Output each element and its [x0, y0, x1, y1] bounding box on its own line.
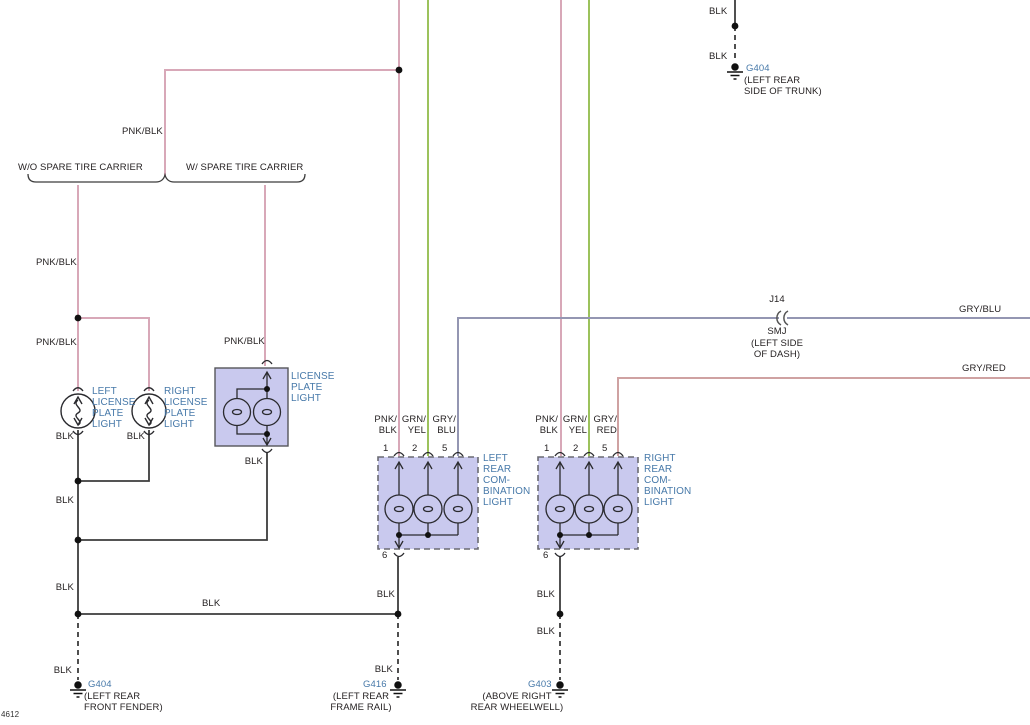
option-brace: [27, 172, 306, 183]
junction-dots: [74, 22, 739, 618]
license-plate-light-box: [214, 359, 289, 454]
pin-number: 2: [573, 443, 579, 454]
component-label-left-rear-combination-light: LEFT REAR COM- BINATION LIGHT: [483, 453, 531, 508]
ground-symbol-g404-trunk: [727, 63, 743, 80]
wire-color-label: GRY/ RED: [593, 414, 617, 436]
pnk-blk-wires: [77, 0, 562, 456]
right-rear-combination-light-box: [537, 451, 639, 558]
wire-color-label: BLK: [53, 665, 72, 676]
ground-id-g416: G416: [363, 679, 387, 690]
wire-color-label: GRY/BLU: [959, 304, 1002, 315]
ground-symbol-g404-fender: [70, 681, 86, 698]
wire-color-label: BLK: [55, 495, 74, 506]
pin-number: 1: [544, 443, 550, 454]
pin-number: 6: [543, 550, 549, 561]
wire-color-label: GRY/ BLU: [432, 414, 456, 436]
wire-color-label: PNK/BLK: [224, 336, 265, 347]
gry-red-wire: [617, 377, 1030, 456]
blk-wires: [77, 0, 736, 615]
right-license-bulb-icon: [131, 387, 167, 436]
inline-connector-id: J14: [769, 294, 785, 305]
ground-location-g403: (ABOVE RIGHT REAR WHEELWELL): [470, 691, 564, 713]
component-label-right-rear-combination-light: RIGHT REAR COM- BINATION LIGHT: [644, 453, 692, 508]
ground-id-g404-fender: G404: [88, 679, 112, 690]
grn-yel-wires: [427, 0, 590, 456]
component-label-left-license-plate-light: LEFT LICENSE PLATE LIGHT: [92, 386, 136, 430]
wire-color-label: GRN/ YEL: [401, 414, 426, 436]
option-label-with-spare: W/ SPARE TIRE CARRIER: [186, 162, 304, 173]
ground-id-g403: G403: [528, 679, 552, 690]
inline-connector-location: (LEFT SIDE OF DASH): [750, 338, 804, 360]
component-label-right-license-plate-light: RIGHT LICENSE PLATE LIGHT: [164, 386, 208, 430]
pin-number: 2: [412, 443, 418, 454]
wire-color-label: PNK/BLK: [36, 337, 77, 348]
wire-color-label: BLK: [536, 626, 555, 637]
option-label-without-spare: W/O SPARE TIRE CARRIER: [18, 162, 143, 173]
inline-connector-name: SMJ: [767, 326, 787, 337]
wire-color-label: BLK: [55, 582, 74, 593]
ground-location-g416: (LEFT REAR FRAME RAIL): [330, 691, 392, 713]
left-license-bulb-icon: [60, 387, 96, 436]
wire-color-label: BLK: [244, 456, 263, 467]
blk-ground-wires-dashed: [77, 26, 736, 680]
wire-color-label: BLK: [536, 589, 555, 600]
wire-color-label: PNK/ BLK: [535, 414, 558, 436]
wire-color-label: BLK: [374, 664, 393, 675]
wire-color-label: PNK/BLK: [122, 126, 163, 137]
ground-location-g404-fender: (LEFT REAR FRONT FENDER): [84, 691, 163, 713]
component-label-license-plate-light: LICENSE PLATE LIGHT: [291, 371, 335, 404]
ground-location-g404-trunk: (LEFT REAR SIDE OF TRUNK): [744, 75, 822, 97]
pin-number: 5: [442, 443, 448, 454]
left-rear-combination-light-box: [377, 451, 479, 558]
wire-color-label: PNK/ BLK: [374, 414, 397, 436]
wire-color-label: BLK: [126, 431, 145, 442]
pin-number: 5: [602, 443, 608, 454]
ground-symbols: [70, 63, 743, 698]
wire-color-label: BLK: [55, 431, 74, 442]
ground-symbol-g416: [390, 681, 406, 698]
wire-color-label: BLK: [709, 51, 728, 62]
wire-color-label: BLK: [709, 6, 728, 17]
ground-symbol-g403: [552, 681, 568, 698]
wire-color-label: PNK/BLK: [36, 257, 77, 268]
gry-blu-wire: [457, 317, 1030, 456]
ground-id-g404-trunk: G404: [746, 63, 770, 74]
page-footnote: 4612: [1, 710, 20, 719]
wire-color-label: BLK: [202, 598, 221, 609]
wire-color-label: BLK: [376, 589, 395, 600]
pin-number: 1: [383, 443, 389, 454]
wire-color-label: GRY/RED: [962, 363, 1006, 374]
pin-number: 6: [382, 550, 388, 561]
wire-color-label: GRN/ YEL: [562, 414, 587, 436]
j14-connector-icon: [776, 310, 789, 326]
